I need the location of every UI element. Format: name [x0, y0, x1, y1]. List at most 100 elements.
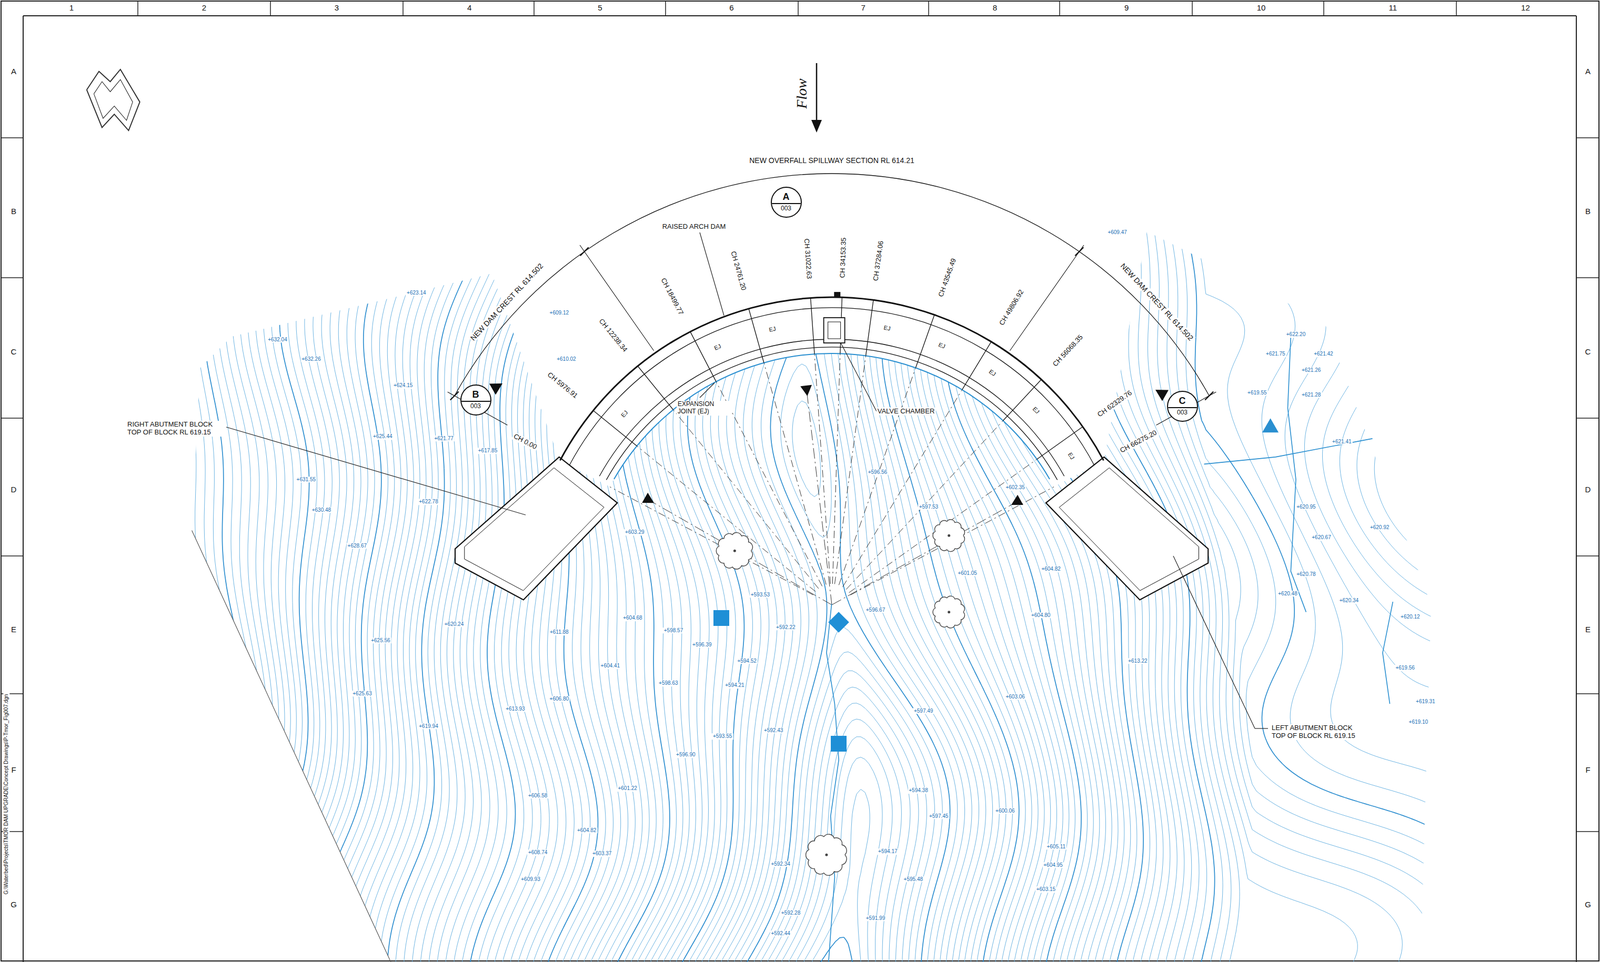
spot-height: +622.20: [1285, 331, 1307, 338]
chainage-label: CH 5976.91: [545, 370, 580, 401]
leader-line: [699, 232, 724, 316]
radial-line: [637, 446, 817, 592]
dam-face-line: [599, 339, 1064, 477]
leader-line: [699, 383, 715, 398]
chainage-label: CH 0.00: [511, 431, 540, 452]
spot-height: +621.42: [1312, 350, 1334, 358]
stream-line: [1204, 438, 1373, 465]
spot-height: +621.41: [1331, 438, 1353, 446]
spot-height: +604.82: [1040, 566, 1062, 573]
radial-line: [838, 367, 916, 586]
spot-height: +620.78: [1295, 571, 1317, 578]
grid-tick: [1, 555, 24, 557]
tree-trunk: [947, 610, 951, 614]
section-marker: A003: [770, 186, 802, 218]
spot-height: +632.26: [300, 356, 322, 363]
spot-height: +621.75: [1264, 350, 1286, 358]
section-arrow: [489, 378, 506, 396]
tree-symbol: [932, 519, 965, 552]
radial-line: [814, 354, 831, 585]
spot-height: +620.34: [1338, 598, 1360, 605]
flow-arrow: [816, 63, 818, 123]
spot-height: +609.12: [548, 310, 570, 317]
flow-label: Flow: [793, 77, 811, 110]
grid-tick: [1, 417, 24, 419]
grid-ticks: [1, 1, 1599, 832]
joint-line: [637, 366, 673, 410]
spot-height: +625.56: [369, 637, 391, 644]
spot-height: +601.05: [956, 570, 978, 577]
grid-tick: [1576, 693, 1599, 695]
spot-height: +604.41: [599, 663, 621, 670]
spot-height: +630.48: [310, 507, 332, 514]
chainage-label: CH 49806.92: [997, 287, 1027, 329]
grid-letter: C: [9, 347, 18, 357]
spot-height: +603.29: [624, 529, 646, 537]
joint-line: [748, 308, 764, 364]
grid-tick: [1, 277, 24, 279]
spot-height: +611.88: [548, 629, 570, 637]
grid-tick: [1576, 417, 1599, 419]
blue-marker: [830, 736, 847, 752]
spot-height: +596.39: [691, 641, 713, 649]
spot-height: +606.58: [527, 792, 549, 800]
radial-line: [716, 381, 823, 587]
divider-line: [461, 400, 491, 402]
grid-number: 9: [1123, 3, 1130, 13]
grid-tick: [533, 1, 535, 16]
chainage-label: CH 62329.76: [1095, 388, 1135, 420]
grid-tick: [1576, 137, 1599, 139]
grid-letter: G: [9, 900, 18, 910]
tree-trunk: [947, 534, 951, 538]
grid-tick: [269, 1, 271, 16]
dam-label: RAISED ARCH DAM: [661, 223, 728, 231]
grid-tick: [1576, 277, 1599, 279]
valve-chamber: [823, 317, 845, 344]
spot-height: +594.38: [907, 787, 929, 794]
grid-tick: [1059, 1, 1061, 16]
spot-height: +619.31: [1414, 699, 1436, 706]
joint-line: [866, 299, 874, 356]
flow-arrowhead: [811, 119, 822, 133]
leader-line: [1254, 728, 1269, 729]
spot-height: +604.82: [576, 827, 598, 834]
spot-height: +620.24: [443, 621, 465, 628]
grid-letter: E: [1584, 625, 1592, 635]
crest-marker: [833, 292, 841, 297]
radial-line: [849, 459, 1038, 593]
spot-height: +604.68: [621, 615, 643, 622]
spot-height: +620.12: [1399, 614, 1421, 621]
frame-line: [1575, 15, 1577, 962]
north-arrow: [93, 79, 133, 121]
spot-height: +603.15: [1035, 886, 1057, 893]
stream-line: [826, 604, 839, 962]
north-arrow: [86, 69, 140, 131]
grid-number: 5: [596, 3, 603, 13]
grid-tick: [928, 1, 930, 16]
section-arrow: [800, 385, 813, 397]
spot-height: +598.57: [662, 627, 684, 635]
spot-height: +606.80: [548, 696, 570, 703]
joint-line: [1037, 426, 1083, 460]
valve-label: VALVE CHAMBER: [876, 407, 937, 416]
chainage-label: CH 66275.20: [1118, 428, 1160, 456]
grid-tick: [1191, 1, 1193, 16]
grid-letter: B: [9, 206, 18, 216]
spot-height: +604.80: [1030, 612, 1052, 619]
grid-number: 7: [860, 3, 867, 13]
stream-line: [1382, 601, 1393, 704]
grid-tick: [797, 1, 799, 16]
abutment-label: LEFT ABUTMENT BLOCK TOP OF BLOCK RL 619.…: [1270, 724, 1367, 741]
grid-number: 1: [68, 3, 75, 13]
spot-height: +632.04: [266, 336, 288, 344]
spot-height: +625.63: [351, 690, 373, 698]
spot-height: +619.10: [1407, 719, 1430, 726]
spot-height: +628.67: [346, 542, 368, 550]
grid-letter: F: [1584, 766, 1592, 776]
grid-letter: B: [1584, 206, 1592, 216]
section-letter: C: [1179, 396, 1186, 407]
spot-height: +603.37: [591, 851, 613, 858]
grid-tick: [1, 137, 24, 139]
dimension-tick: [580, 247, 589, 256]
